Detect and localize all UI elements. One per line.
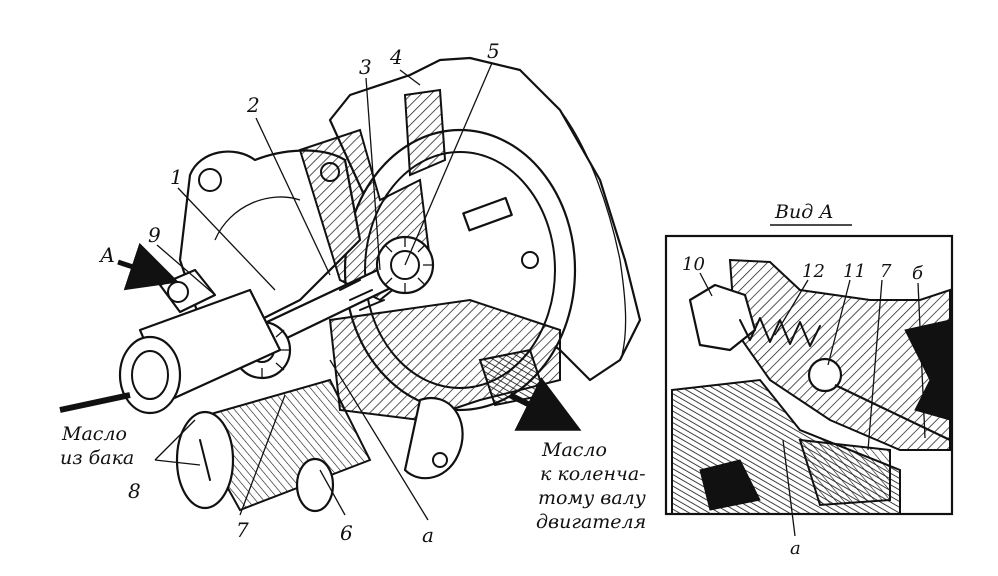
inlet-fitting [118,288,282,415]
oil-out-caption-line3: тому валу [538,487,646,509]
callout-arrow-a: А [98,243,115,267]
view-a-inset: Вид А 10 12 11 7 [664,201,954,559]
view-a-spring [739,317,821,347]
callout-2: 2 [246,93,260,117]
oil-out-caption-line2: к коленча- [540,463,646,485]
callout-a-main: а [422,523,434,547]
callout-7: 7 [236,518,249,542]
callout-9: 9 [148,223,161,247]
callout-4: 4 [389,45,403,69]
oil-in-caption-line2: из бака [60,447,134,469]
callout-8: 8 [128,479,141,503]
view-a-title: Вид А [774,201,834,223]
view-a-callout-b: б [912,263,924,284]
callout-1: 1 [170,165,183,189]
callout-6: 6 [340,521,353,545]
callout-3: 3 [359,55,372,79]
view-a-callout-11: 11 [843,261,866,282]
view-a-callout-7: 7 [880,261,892,282]
view-a-callout-a: а [790,538,801,559]
view-a-arrow [117,242,179,291]
callout-5: 5 [487,39,500,63]
oil-in-caption-line1: Масло [61,423,127,445]
oil-out-caption-line1: Масло [541,439,607,461]
view-a-callout-12: 12 [802,261,825,282]
oil-out-arrow [508,377,582,431]
oil-out-caption-line4: двигателя [536,511,646,533]
oil-pump-drawing: 1 2 3 4 5 9 А 8 7 6 а Масло из бака Масл… [59,39,646,547]
view-a-ball [807,357,843,393]
view-a-callout-10: 10 [682,254,705,275]
relief-valve-body [175,378,464,513]
oil-in-arrow [59,392,131,413]
callout-leaders [154,62,493,521]
